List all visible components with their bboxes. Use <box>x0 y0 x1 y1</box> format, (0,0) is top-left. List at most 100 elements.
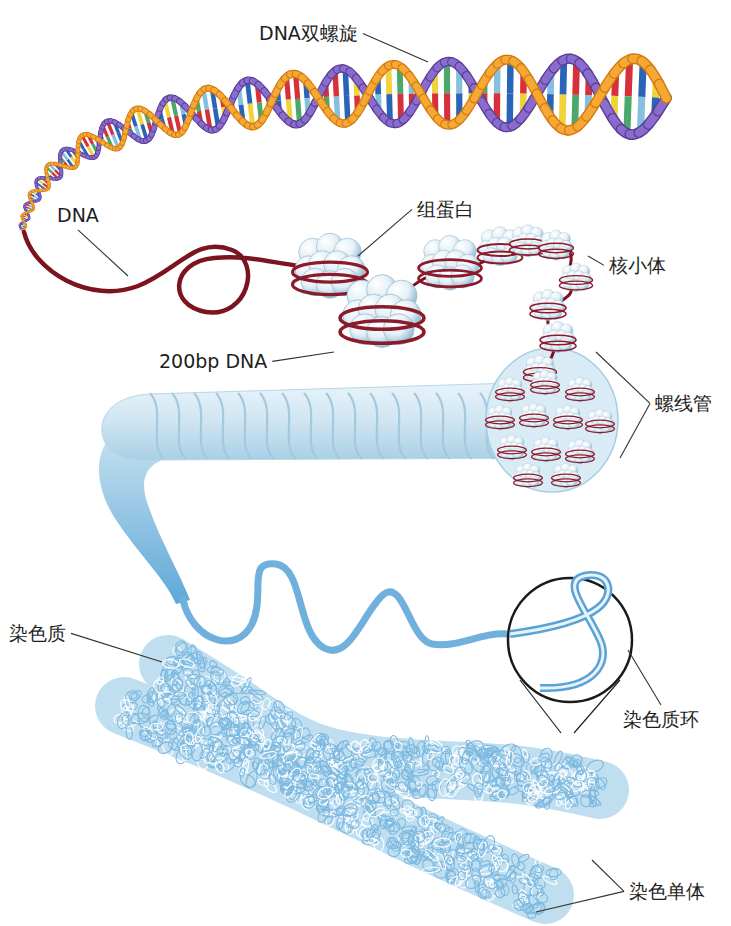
nucleosome <box>520 403 549 428</box>
solenoid-cross-section <box>486 348 618 492</box>
chromatin-texture <box>170 670 185 687</box>
chromatin-texture <box>499 755 512 766</box>
chromatin-texture <box>510 853 521 868</box>
nucleosome <box>530 289 566 320</box>
chromatin-texture <box>363 813 370 822</box>
chromatin-texture <box>425 744 441 752</box>
solenoid-turn <box>436 393 450 459</box>
nucleosome <box>498 435 527 460</box>
chromatin-texture <box>434 822 451 833</box>
chromatin-texture <box>474 745 488 761</box>
chromatin-texture <box>192 674 207 689</box>
chromatin-texture <box>160 669 169 681</box>
wrapped-dna <box>486 421 515 429</box>
chromatin-texture <box>517 853 530 864</box>
chromatin-texture <box>473 782 484 795</box>
chromatin-texture <box>456 831 474 849</box>
chromatin-texture <box>556 781 574 797</box>
nucleosome <box>540 321 576 352</box>
chromatin-texture <box>323 743 335 755</box>
wrapped-dna <box>539 249 574 258</box>
chromatin-texture <box>480 888 492 899</box>
chromatin-texture <box>235 699 251 716</box>
chromatin-texture <box>442 764 455 776</box>
chromatin-texture <box>349 740 363 755</box>
chromatin-texture <box>188 699 206 712</box>
wrapped-dna <box>566 393 595 401</box>
chromatin-texture <box>318 766 331 772</box>
chromatin-texture <box>222 677 230 688</box>
solenoid-turn <box>194 393 208 459</box>
solenoid-turn <box>370 393 384 459</box>
chromatin-texture <box>478 748 493 758</box>
nucleosome <box>586 409 615 434</box>
chromatin-texture <box>382 739 394 750</box>
chromatin-texture <box>162 659 179 669</box>
chromatin-texture <box>225 693 239 706</box>
chromatin-texture <box>515 784 530 793</box>
chromatin-texture <box>549 775 554 782</box>
chromatin-loop <box>510 575 608 688</box>
chromatin-texture <box>521 873 534 889</box>
solenoid-turn <box>238 393 252 459</box>
chromatin-texture <box>355 781 367 789</box>
nucleosome <box>496 377 525 402</box>
chromatin-texture <box>496 788 508 800</box>
wrapped-dna <box>554 421 583 429</box>
chromosome <box>113 639 609 919</box>
chromatin-texture <box>249 689 264 701</box>
chromatin-texture <box>421 748 431 764</box>
chromatin-texture <box>408 780 417 790</box>
chromatin-texture <box>403 760 416 774</box>
nucleosomes <box>293 225 615 488</box>
chromatin-texture <box>156 676 165 685</box>
chromatin-texture <box>290 729 301 740</box>
chromatin-texture <box>361 748 379 758</box>
chromatin-texture <box>403 777 420 794</box>
wrapped-dna <box>560 281 593 290</box>
wrapped-dna <box>340 321 424 343</box>
chromatin-texture <box>511 885 518 895</box>
chromatin-texture <box>438 778 453 797</box>
chromatid <box>124 706 545 895</box>
chromatin-texture <box>510 745 523 764</box>
solenoid-turn <box>414 393 428 459</box>
nucleosome <box>560 263 593 292</box>
chromatin-texture <box>393 758 401 767</box>
chromatin-texture <box>427 752 435 761</box>
dna-double-helix <box>20 59 667 230</box>
wrapped-dna <box>419 270 482 287</box>
solenoid-turn <box>260 393 274 459</box>
nucleosome <box>539 230 574 260</box>
chromatin-texture <box>275 729 284 744</box>
wrapped-dna <box>540 341 576 351</box>
solenoid-turn <box>392 393 406 459</box>
chromatin-texture <box>501 776 512 787</box>
chromatin-texture <box>383 772 397 783</box>
chromatin-texture <box>196 651 206 669</box>
chromatin-texture <box>309 773 319 779</box>
solenoid-fiber <box>99 348 618 604</box>
chromatin-texture <box>188 674 199 679</box>
chromatin-texture <box>210 738 224 754</box>
chromatin-texture <box>537 778 549 789</box>
chromatin-texture <box>589 786 596 804</box>
dna-strand <box>24 232 300 312</box>
chromatin-texture <box>427 759 440 771</box>
solenoid-tube <box>102 382 548 460</box>
chromatin-texture <box>482 773 490 786</box>
chromatin-texture <box>390 809 398 816</box>
chromatin-texture <box>151 719 166 737</box>
chromatin-texture <box>455 771 464 779</box>
chromatin-texture <box>395 817 407 830</box>
nucleosome <box>340 275 424 348</box>
nucleosome <box>531 370 560 395</box>
chromatin-texture <box>425 740 443 755</box>
chromatin-texture <box>402 767 413 777</box>
chromatin-texture <box>210 666 224 676</box>
solenoid-turn <box>326 393 340 459</box>
chromatin-texture <box>572 758 582 769</box>
chromatin-texture <box>539 756 554 771</box>
solenoid-turn <box>172 393 186 459</box>
